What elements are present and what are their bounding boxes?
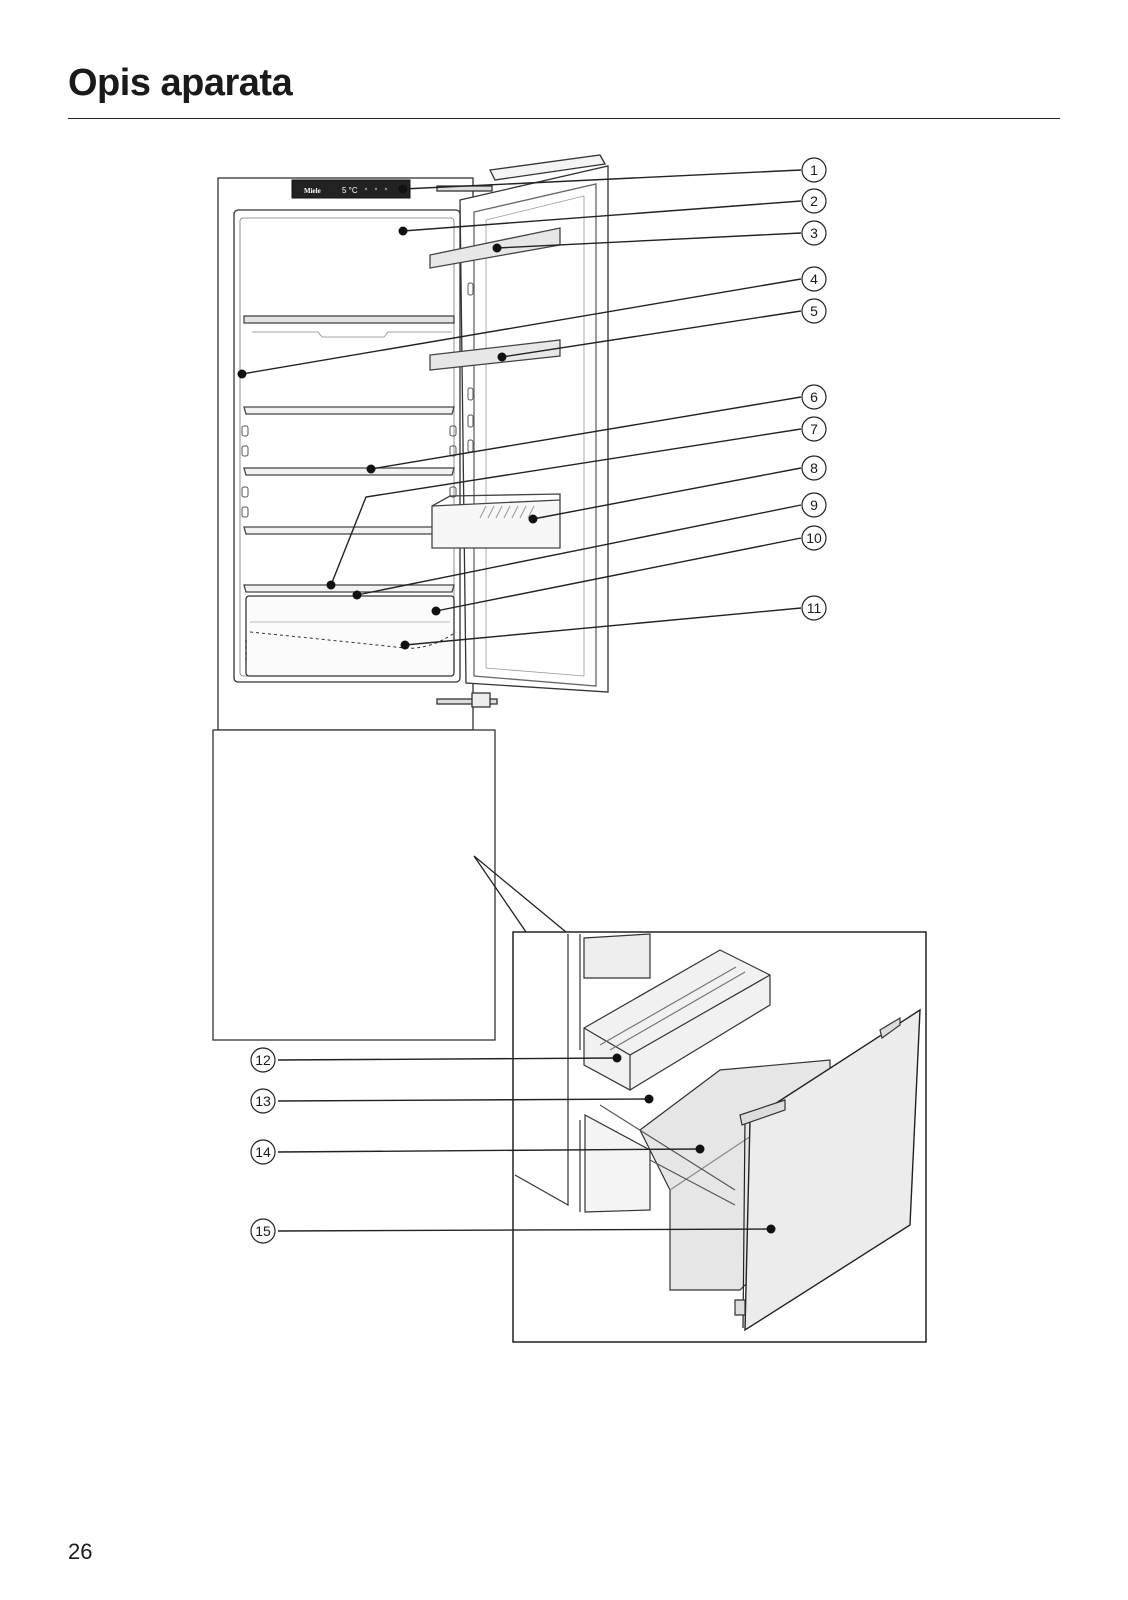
- callout-5: 5: [801, 298, 827, 324]
- callout-8: 8: [801, 455, 827, 481]
- svg-text:11: 11: [807, 600, 822, 616]
- callout-15: 15: [250, 1218, 276, 1244]
- svg-text:2: 2: [810, 193, 818, 209]
- svg-text:3: 3: [810, 225, 818, 241]
- display-brand: Miele: [304, 187, 321, 195]
- leader-lines: [241, 169, 802, 1232]
- callout-3: 3: [801, 220, 827, 246]
- callout-4: 4: [801, 266, 827, 292]
- callout-13: 13: [250, 1088, 276, 1114]
- callout-11: 11: [801, 595, 827, 621]
- svg-text:15: 15: [255, 1223, 271, 1239]
- callout-6: 6: [801, 384, 827, 410]
- svg-text:4: 4: [810, 271, 818, 287]
- callout-10: 10: [801, 525, 827, 551]
- fridge-cabinet: [217, 177, 498, 731]
- callout-9: 9: [801, 492, 827, 518]
- callout-7: 7: [801, 416, 827, 442]
- display-temperature: 5 °C: [342, 186, 358, 195]
- svg-text:6: 6: [810, 389, 818, 405]
- svg-text:5: 5: [810, 303, 818, 319]
- title-divider: [68, 118, 1060, 119]
- callout-14: 14: [250, 1139, 276, 1165]
- svg-text:10: 10: [806, 530, 822, 546]
- freezer-front-panel: [212, 729, 496, 1041]
- svg-text:7: 7: [810, 421, 818, 437]
- fridge-door: [429, 154, 609, 693]
- freezer-detail-inset: [512, 931, 927, 1343]
- callout-1: 1: [801, 157, 827, 183]
- svg-text:9: 9: [810, 497, 818, 513]
- svg-text:13: 13: [255, 1093, 271, 1109]
- page-number: 26: [68, 1539, 93, 1564]
- page-title: Opis aparata: [68, 62, 293, 104]
- control-panel: Miele 5 °C: [291, 179, 411, 199]
- svg-text:8: 8: [810, 460, 818, 476]
- svg-text:14: 14: [255, 1144, 271, 1160]
- leader-dots: [237, 184, 776, 1234]
- svg-text:12: 12: [255, 1052, 271, 1068]
- callout-2: 2: [801, 188, 827, 214]
- detail-connector: [473, 855, 567, 933]
- callout-12: 12: [250, 1047, 276, 1073]
- svg-text:1: 1: [810, 162, 818, 178]
